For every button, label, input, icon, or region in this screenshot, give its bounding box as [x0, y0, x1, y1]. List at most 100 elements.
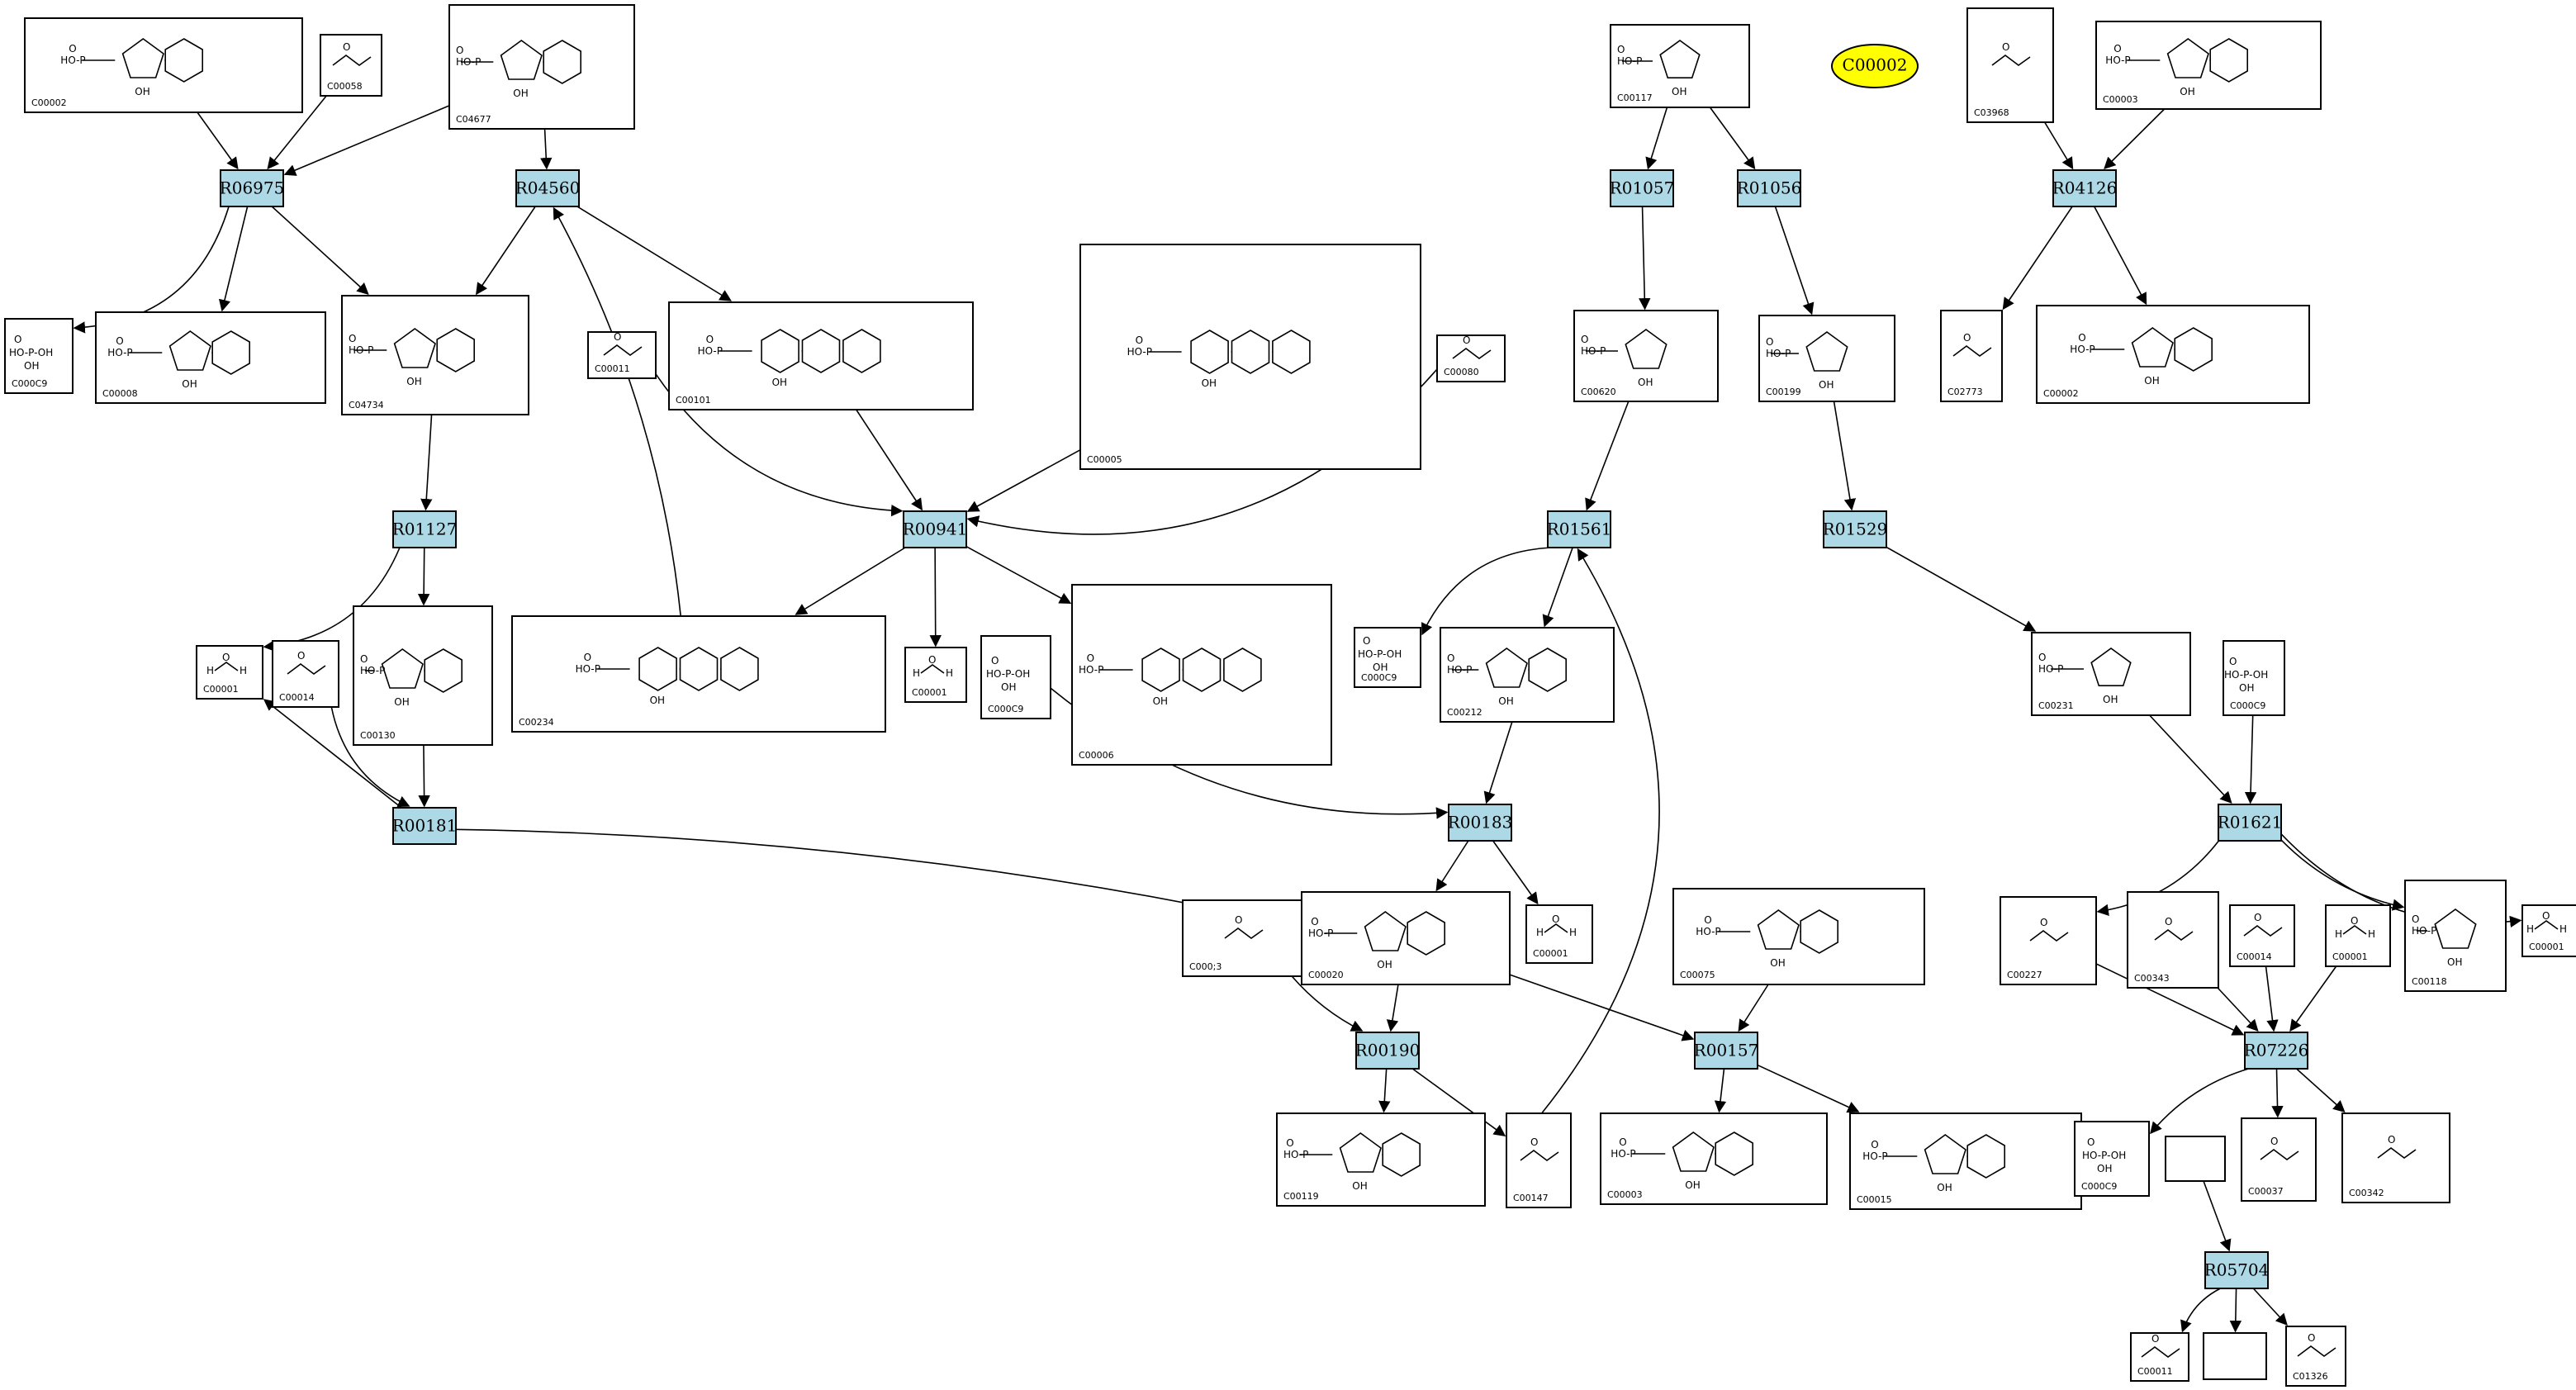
svg-text:OH: OH — [513, 88, 528, 99]
svg-text:HO-P: HO-P — [1127, 346, 1152, 358]
edge-arrow — [2094, 206, 2147, 306]
edge-arrow — [1378, 1068, 1391, 1113]
edge-arrow — [455, 828, 1302, 930]
compound-id-label: C00119 — [1283, 1191, 1319, 1202]
reaction-node[interactable]: R01056 — [1737, 169, 1802, 207]
svg-text:H: H — [2335, 928, 2342, 940]
reaction-box — [1694, 1032, 1758, 1070]
compound-box — [1079, 244, 1421, 470]
reaction-box — [2052, 169, 2117, 207]
reaction-node[interactable]: R01057 — [1610, 169, 1675, 207]
compound-id-label: C00006 — [1079, 750, 1114, 761]
reaction-node[interactable]: R00190 — [1355, 1032, 1421, 1070]
reaction-node[interactable]: R00941 — [903, 510, 968, 548]
compound-box — [1071, 584, 1332, 766]
compound-box — [2223, 640, 2285, 716]
reaction-node[interactable]: R01561 — [1547, 510, 1612, 548]
edge-arrow — [1639, 206, 1651, 311]
compound-id-label: C00231 — [2038, 700, 2074, 711]
svg-text:OH: OH — [772, 377, 787, 388]
compound-id-label: C00001 — [2529, 942, 2564, 952]
structure-drawing: O — [1991, 41, 2031, 66]
reaction-node[interactable]: R01621 — [2218, 804, 2283, 842]
reaction-node[interactable]: R00183 — [1448, 804, 1513, 842]
compound-id-label: C00075 — [1680, 970, 1715, 980]
reaction-node[interactable]: R01529 — [1823, 510, 1888, 548]
edge-arrow — [553, 206, 682, 617]
highlight-node[interactable]: C00002 — [1831, 44, 1919, 88]
reaction-node[interactable]: R04126 — [2052, 169, 2118, 207]
reaction-node[interactable]: R07226 — [2244, 1032, 2309, 1070]
compound-node[interactable] — [2165, 1136, 2226, 1182]
svg-text:O: O — [1447, 652, 1454, 664]
compound-box — [2341, 1112, 2450, 1203]
svg-text:HO-P: HO-P — [60, 55, 85, 66]
reaction-node[interactable]: R01127 — [392, 510, 458, 548]
svg-text:O: O — [2002, 41, 2009, 53]
reaction-node[interactable]: R04560 — [515, 169, 581, 207]
structure-drawing: HOH — [2335, 915, 2375, 940]
structure-drawing: OHO-POH — [2105, 38, 2248, 97]
compound-node[interactable] — [2203, 1332, 2267, 1380]
reaction-node[interactable]: R05704 — [2204, 1251, 2270, 1289]
compound-id-label: C00014 — [2237, 951, 2272, 962]
edge-arrow — [1541, 548, 1660, 1114]
reaction-node[interactable]: R06975 — [220, 169, 285, 207]
svg-text:H: H — [1569, 927, 1577, 938]
reaction-node[interactable]: R00181 — [392, 807, 458, 845]
compound-box — [196, 645, 263, 700]
compound-box — [2285, 1326, 2346, 1387]
svg-text:HO-P: HO-P — [576, 663, 600, 675]
compound-box — [2130, 1332, 2189, 1382]
reaction-node[interactable]: R00157 — [1694, 1032, 1759, 1070]
